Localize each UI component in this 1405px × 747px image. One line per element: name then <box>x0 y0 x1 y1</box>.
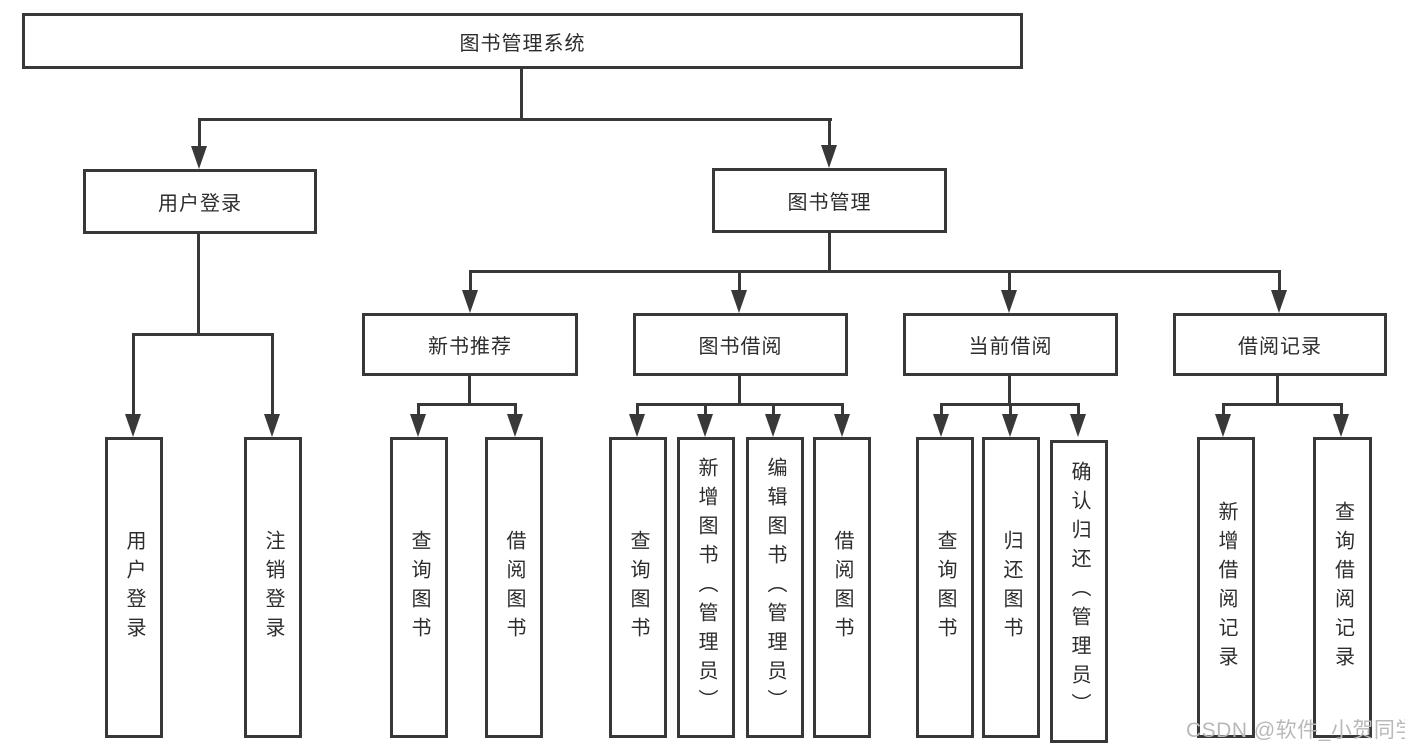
leaf-bb-edit-books-admin: 编辑图书（管理员） <box>746 437 804 738</box>
leaf-cb-confirm-return-admin: 确认归还（管理员） <box>1050 440 1108 743</box>
arrowhead-new-book-rec <box>462 290 478 313</box>
leaf-user-login: 用户登录 <box>105 437 163 738</box>
connector-bb-stem <box>738 376 741 406</box>
connector-to-book-mgmt <box>828 118 831 146</box>
connector-to-bb-borrow <box>841 403 844 415</box>
arrowhead-leaf-user-login <box>125 414 141 437</box>
connector-to-leaf-user-login <box>132 333 135 415</box>
arrowhead-nbr-query <box>410 414 426 437</box>
leaf-logout: 注销登录 <box>244 437 302 738</box>
arrowhead-book-borrow <box>731 290 747 313</box>
leaf-bb-add-books-admin: 新增图书（管理员） <box>677 437 735 738</box>
connector-br-rail <box>1222 403 1343 406</box>
connector-book-mgmt-rail <box>469 270 1281 273</box>
arrowhead-bb-add <box>697 414 713 437</box>
connector-to-book-borrow <box>738 270 741 291</box>
arrowhead-user-login <box>191 146 207 169</box>
node-user-login: 用户登录 <box>83 169 317 234</box>
connector-to-leaf-logout <box>271 333 274 415</box>
connector-to-new-book-rec <box>469 270 472 291</box>
node-root: 图书管理系统 <box>22 13 1023 69</box>
connector-to-cb-query <box>940 403 943 415</box>
connector-to-bb-add <box>704 403 707 415</box>
connector-book-mgmt-stem <box>828 233 831 273</box>
node-current-borrow: 当前借阅 <box>903 313 1118 376</box>
arrowhead-bb-borrow <box>834 414 850 437</box>
connector-user-login-rail <box>132 333 274 336</box>
connector-to-bb-edit <box>772 403 775 415</box>
connector-to-br-query <box>1340 403 1343 415</box>
leaf-cb-query-books: 查询图书 <box>916 437 974 738</box>
leaf-br-add-record: 新增借阅记录 <box>1197 437 1255 738</box>
arrowhead-cb-confirm <box>1070 414 1086 437</box>
node-book-borrow: 图书借阅 <box>633 313 848 376</box>
leaf-br-query-record: 查询借阅记录 <box>1313 437 1372 738</box>
connector-to-cb-confirm <box>1077 403 1080 415</box>
connector-to-user-login <box>198 118 201 147</box>
node-new-book-recommend: 新书推荐 <box>362 313 578 376</box>
connector-root-rail <box>198 118 832 121</box>
arrowhead-cb-return <box>1002 414 1018 437</box>
arrowhead-cb-query <box>933 414 949 437</box>
connector-to-borrow-records <box>1278 270 1281 291</box>
arrowhead-current-borrow <box>1001 290 1017 313</box>
leaf-nbr-borrow-books: 借阅图书 <box>485 437 543 738</box>
connector-to-current-borrow <box>1008 270 1011 291</box>
arrowhead-br-query <box>1333 414 1349 437</box>
csdn-watermark: CSDN @软件_小贺同学 <box>1186 719 1405 742</box>
connector-br-stem <box>1276 376 1279 406</box>
arrowhead-book-mgmt <box>821 145 837 168</box>
leaf-nbr-query-books: 查询图书 <box>390 437 448 738</box>
connector-nbr-rail <box>417 403 517 406</box>
leaf-bb-borrow-books: 借阅图书 <box>813 437 871 738</box>
connector-bb-rail <box>636 403 844 406</box>
arrowhead-br-add <box>1215 414 1231 437</box>
connector-to-bb-query <box>636 403 639 415</box>
node-book-management: 图书管理 <box>712 168 947 233</box>
connector-to-nbr-borrow <box>514 403 517 415</box>
connector-cb-stem <box>1008 376 1011 406</box>
connector-to-nbr-query <box>417 403 420 415</box>
arrowhead-bb-query <box>629 414 645 437</box>
connector-to-br-add <box>1222 403 1225 415</box>
connector-user-login-stem <box>197 233 200 336</box>
arrowhead-borrow-records <box>1271 290 1287 313</box>
leaf-cb-return-books: 归还图书 <box>982 437 1040 738</box>
connector-to-cb-return <box>1009 403 1012 415</box>
node-borrow-records: 借阅记录 <box>1173 313 1387 376</box>
arrowhead-nbr-borrow <box>507 414 523 437</box>
arrowhead-bb-edit <box>765 414 781 437</box>
connector-nbr-stem <box>468 376 471 406</box>
connector-root-stem <box>520 68 523 121</box>
leaf-bb-query-books: 查询图书 <box>609 437 667 738</box>
arrowhead-leaf-logout <box>264 414 280 437</box>
